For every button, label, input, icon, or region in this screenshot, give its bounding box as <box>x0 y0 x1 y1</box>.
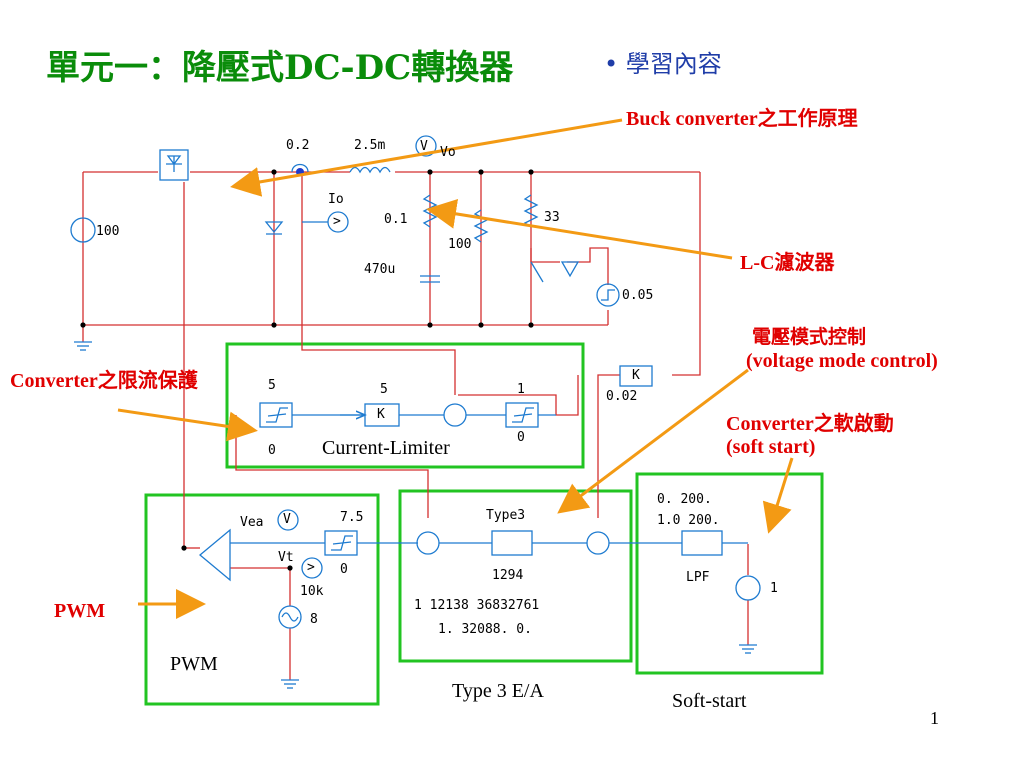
load-diode <box>560 261 580 278</box>
vo-probe-label: V <box>420 139 428 154</box>
inductor-value: 2.5m <box>354 138 386 153</box>
annotation-vmc-cn: 電壓模式控制 <box>752 326 867 348</box>
source-value: 100 <box>96 224 120 239</box>
load-resistor-100 <box>473 209 489 243</box>
limiter3-high: 7.5 <box>340 510 364 525</box>
softstart-frame <box>635 472 824 675</box>
limiter-high: 5 <box>268 378 276 393</box>
annotation-vmc-en: (voltage mode control) <box>746 350 938 372</box>
feedback-gain-value: 0.02 <box>606 389 638 404</box>
limiter2-high: 1 <box>517 382 525 397</box>
io-probe-label: > <box>333 214 341 229</box>
limiter3-low: 0 <box>340 562 348 577</box>
vo-label: Vo <box>440 145 456 160</box>
step-source <box>596 283 620 307</box>
pwm-frame <box>144 493 380 706</box>
annotation-soft-start-en: (soft start) <box>726 436 816 458</box>
vt-probe <box>301 557 323 579</box>
k-gain-value: 5 <box>380 382 388 397</box>
label-current-limiter: Current-Limiter <box>322 437 450 459</box>
label-pwm: PWM <box>170 653 218 675</box>
annotation-pwm: PWM <box>54 600 106 622</box>
ground-symbols <box>74 341 757 689</box>
feedback-gain-label: K <box>632 368 640 383</box>
io-label: Io <box>328 192 344 207</box>
esr-value: 0.1 <box>384 212 408 227</box>
limiter-low: 0 <box>268 443 276 458</box>
annotation-lc-filter: L-C濾波器 <box>740 252 835 274</box>
lpf-param1: 0. 200. <box>657 492 712 507</box>
type3-block <box>491 530 533 556</box>
output-capacitor <box>420 275 440 283</box>
triangle-freq: 10k <box>300 584 324 599</box>
components <box>70 135 761 629</box>
load1-value: 100 <box>448 237 472 252</box>
label-type3: Type 3 E/A <box>452 680 544 702</box>
limiter2-low: 0 <box>517 430 525 445</box>
esr-resistor <box>422 194 438 228</box>
load-resistor-33 <box>523 194 539 228</box>
dc-reference-value: 1 <box>770 581 778 596</box>
bullet-heading: • 學習內容 <box>604 50 722 78</box>
type3-param1: 1294 <box>492 568 524 583</box>
lpf-param2: 1.0 200. <box>657 513 720 528</box>
step-time-value: 0.05 <box>622 288 654 303</box>
vea-label: Vea <box>240 515 264 530</box>
inductor <box>349 166 391 174</box>
vt-probe-label: > <box>307 560 315 575</box>
vo-probe <box>415 135 437 157</box>
vea-probe <box>277 509 299 531</box>
freewheel-diode <box>264 221 284 235</box>
k-gain-label: K <box>377 407 385 422</box>
load-switch <box>530 261 544 283</box>
annotation-buck: Buck converter之工作原理 <box>626 108 858 130</box>
dc-reference-source <box>735 575 761 601</box>
annotation-current-limit: Converter之限流保護 <box>10 370 198 392</box>
feedback-gain-block <box>619 365 653 387</box>
cap-value: 470u <box>364 262 396 277</box>
current-limiter-frame <box>225 342 585 469</box>
triangle-amplitude: 8 <box>310 612 318 627</box>
block-frames <box>144 342 824 706</box>
switch-mosfet <box>159 149 189 181</box>
type3-param2: 1 12138 36832761 <box>414 598 540 613</box>
lpf-block <box>681 530 723 556</box>
page-number: 1 <box>930 708 939 728</box>
current-sum-junction <box>443 403 467 427</box>
annotation-arrows <box>117 118 794 619</box>
slide-title: 單元一：降壓式DC-DC轉換器 <box>46 48 514 88</box>
load2-value: 33 <box>544 210 560 225</box>
dc-source-100 <box>70 217 96 243</box>
type3-label: Type3 <box>486 508 526 523</box>
vea-probe-label: V <box>283 512 291 527</box>
type3-param3: 1. 32088. 0. <box>438 622 532 637</box>
type3-frame <box>398 489 633 663</box>
current-sensor <box>291 163 309 173</box>
junction-dots <box>80 169 534 571</box>
label-softstart: Soft-start <box>672 690 747 712</box>
vt-label: Vt <box>278 550 294 565</box>
triangle-source <box>278 605 302 629</box>
type3-sum-right <box>586 531 610 555</box>
annotation-soft-start-cn: Converter之軟啟動 <box>726 413 894 435</box>
pwm-comparator <box>198 528 231 582</box>
switch-r-value: 0.2 <box>286 138 310 153</box>
lpf-label: LPF <box>686 570 710 585</box>
type3-sum-left <box>416 531 440 555</box>
